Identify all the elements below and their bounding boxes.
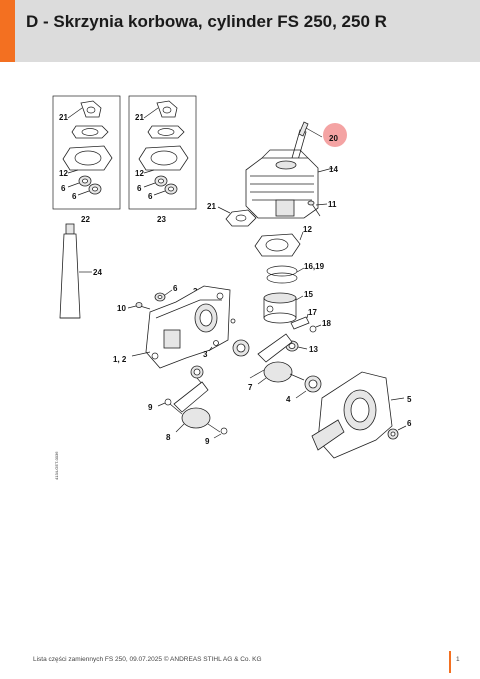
- intake-gasket: [225, 209, 257, 227]
- piston: [263, 292, 304, 324]
- label-3: 3: [203, 350, 208, 359]
- label-8: 8: [166, 433, 171, 442]
- label-6: 6: [407, 419, 412, 428]
- circlip: [309, 325, 317, 333]
- ball-bearing-upper: [232, 339, 250, 357]
- crankshaft-assembly-left: [169, 381, 221, 433]
- label-12: 12: [59, 169, 68, 178]
- gasket-kit-box-22: 21 12 6 6: [52, 95, 121, 210]
- label-6: 6: [61, 184, 66, 193]
- piston-ring-upper: [266, 265, 298, 277]
- cylinder: [245, 149, 334, 219]
- label-12: 12: [135, 169, 144, 178]
- label-18: 18: [322, 319, 331, 328]
- exploded-parts-diagram: 21 12 6 6 22 21 12 6 6 23 20: [52, 95, 412, 480]
- image-code: 4134-GET-0036: [54, 451, 59, 480]
- piston-pin: [290, 313, 310, 330]
- label-22: 22: [81, 215, 90, 224]
- label-13: 13: [309, 345, 318, 354]
- crankcase-screw: [127, 302, 151, 310]
- label-21: 21: [59, 113, 68, 122]
- small-dowel: [230, 318, 236, 324]
- cylinder-gasket: [254, 233, 301, 257]
- crankcase-left-half: [131, 285, 231, 369]
- label-24: 24: [93, 268, 102, 277]
- label-6: 6: [148, 192, 153, 201]
- footer-text: Lista części zamiennych FS 250, 09.07.20…: [33, 656, 262, 663]
- label-14: 14: [329, 165, 338, 174]
- circlip-right: [220, 427, 228, 435]
- footer-accent-line: [449, 651, 451, 673]
- label-5: 5: [407, 395, 412, 404]
- label-6: 6: [173, 284, 178, 293]
- label-9: 9: [148, 403, 153, 412]
- label-16-19: 16,19: [304, 262, 325, 271]
- crankcase-right-half: [311, 371, 405, 459]
- ball-bearing-left: [190, 365, 204, 386]
- label-9: 9: [205, 437, 210, 446]
- header-band: [0, 0, 480, 62]
- page-title: D - Skrzynia korbowa, cylinder FS 250, 2…: [26, 12, 387, 31]
- label-7: 7: [248, 383, 253, 392]
- piston-ring-lower: [266, 272, 298, 284]
- crankshaft-assembly-right: [249, 333, 305, 385]
- label-20: 20: [329, 134, 338, 143]
- label-17: 17: [308, 308, 317, 317]
- circlip-left: [164, 398, 172, 406]
- label-6: 6: [72, 192, 77, 201]
- label-11: 11: [328, 200, 337, 209]
- header-accent-bar: [0, 0, 15, 62]
- ball-bearing-lower: [295, 375, 322, 399]
- label-12: 12: [303, 225, 312, 234]
- highlight-marker[interactable]: [323, 123, 347, 147]
- label-15: 15: [304, 290, 313, 299]
- label-1-2: 1, 2: [113, 355, 127, 364]
- label-10: 10: [117, 304, 126, 313]
- label-21: 21: [135, 113, 144, 122]
- cylinder-screw: [307, 200, 328, 217]
- spark-plug: [291, 121, 323, 161]
- dowel-pin-lower: [213, 340, 219, 346]
- label-6: 6: [137, 184, 142, 193]
- label-21: 21: [207, 202, 216, 211]
- label-23: 23: [157, 215, 166, 224]
- label-4: 4: [286, 395, 291, 404]
- sealant-tube: [59, 223, 92, 319]
- gasket-kit-box-23: 21 12 6 6: [128, 95, 197, 210]
- page-number: 1: [456, 656, 460, 663]
